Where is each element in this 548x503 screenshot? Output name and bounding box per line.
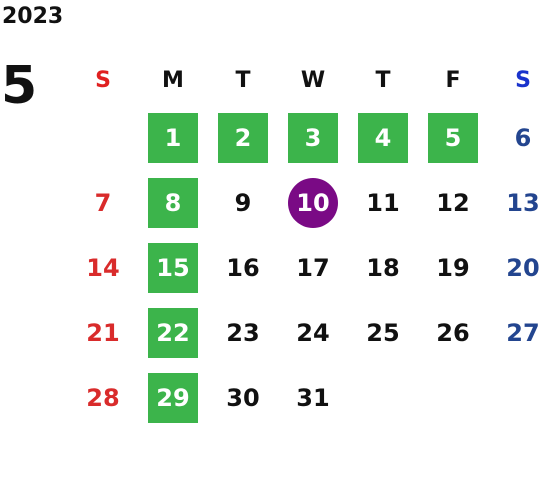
day-cell: 8 [138, 170, 208, 235]
calendar-week-row: 28 29 30 31 [68, 365, 548, 430]
day-cell: 1 [138, 105, 208, 170]
calendar-day[interactable]: 18 [366, 253, 400, 282]
holiday-day[interactable]: 5 [428, 112, 478, 163]
day-cell: 16 [208, 235, 278, 300]
today-day[interactable]: 10 [288, 177, 338, 228]
day-cell: 23 [208, 300, 278, 365]
calendar-day[interactable]: 23 [226, 318, 260, 347]
weekday-thursday: T [375, 67, 391, 93]
holiday-day[interactable]: 15 [148, 242, 198, 293]
day-cell: 21 [68, 300, 138, 365]
calendar-day[interactable]: 7 [94, 188, 112, 217]
holiday-day[interactable]: 1 [148, 112, 198, 163]
day-cell: 15 [138, 235, 208, 300]
calendar-day[interactable]: 30 [226, 383, 260, 412]
calendar-day[interactable]: 25 [366, 318, 400, 347]
calendar-week-row: 21 22 23 24 25 26 27 [68, 300, 548, 365]
day-cell: 5 [418, 105, 488, 170]
day-cell [68, 105, 138, 170]
day-cell: 3 [278, 105, 348, 170]
calendar-day[interactable]: 20 [506, 253, 540, 282]
calendar-month: 5 [1, 56, 38, 116]
day-cell: 24 [278, 300, 348, 365]
weekday-header-row: S M T W T F S [68, 55, 548, 105]
day-cell: 19 [418, 235, 488, 300]
day-cell: 7 [68, 170, 138, 235]
calendar-day[interactable]: 14 [86, 253, 120, 282]
day-cell: 29 [138, 365, 208, 430]
day-cell: 6 [488, 105, 548, 170]
holiday-day[interactable]: 2 [218, 112, 268, 163]
holiday-day[interactable]: 29 [148, 372, 198, 423]
calendar-day[interactable]: 17 [296, 253, 330, 282]
day-cell: 27 [488, 300, 548, 365]
day-cell: 13 [488, 170, 548, 235]
weekday-monday: M [162, 67, 184, 93]
day-cell: 22 [138, 300, 208, 365]
calendar-day[interactable]: 24 [296, 318, 330, 347]
day-cell [348, 365, 418, 430]
day-cell [488, 365, 548, 430]
day-cell: 25 [348, 300, 418, 365]
day-cell: 26 [418, 300, 488, 365]
weekday-wednesday: W [300, 67, 326, 93]
day-cell: 4 [348, 105, 418, 170]
calendar-day[interactable]: 12 [436, 188, 470, 217]
day-cell: 11 [348, 170, 418, 235]
day-cell: 10 [278, 170, 348, 235]
calendar-week-row: 14 15 16 17 18 19 20 [68, 235, 548, 300]
calendar-day[interactable]: 6 [514, 123, 532, 152]
calendar-day[interactable]: 11 [366, 188, 400, 217]
holiday-day[interactable]: 4 [358, 112, 408, 163]
day-cell: 30 [208, 365, 278, 430]
day-cell: 31 [278, 365, 348, 430]
day-cell: 9 [208, 170, 278, 235]
calendar-day[interactable]: 31 [296, 383, 330, 412]
day-cell: 12 [418, 170, 488, 235]
weekday-sunday: S [95, 67, 111, 93]
weekday-tuesday: T [235, 67, 251, 93]
calendar-week-row: 7 8 9 10 11 12 13 [68, 170, 548, 235]
day-cell [418, 365, 488, 430]
calendar-day[interactable]: 26 [436, 318, 470, 347]
day-cell: 28 [68, 365, 138, 430]
weekday-friday: F [445, 67, 461, 93]
day-cell: 18 [348, 235, 418, 300]
calendar-day[interactable]: 27 [506, 318, 540, 347]
calendar-day[interactable]: 19 [436, 253, 470, 282]
day-cell: 17 [278, 235, 348, 300]
day-cell: 14 [68, 235, 138, 300]
day-cell: 20 [488, 235, 548, 300]
holiday-day[interactable]: 22 [148, 307, 198, 358]
weekday-saturday: S [515, 67, 531, 93]
calendar-day[interactable]: 9 [234, 188, 252, 217]
holiday-day[interactable]: 8 [148, 177, 198, 228]
calendar-day[interactable]: 21 [86, 318, 120, 347]
calendar-day[interactable]: 28 [86, 383, 120, 412]
calendar-year: 2023 [2, 4, 64, 29]
calendar-day[interactable]: 16 [226, 253, 260, 282]
day-cell: 2 [208, 105, 278, 170]
holiday-day[interactable]: 3 [288, 112, 338, 163]
calendar-day[interactable]: 13 [506, 188, 540, 217]
